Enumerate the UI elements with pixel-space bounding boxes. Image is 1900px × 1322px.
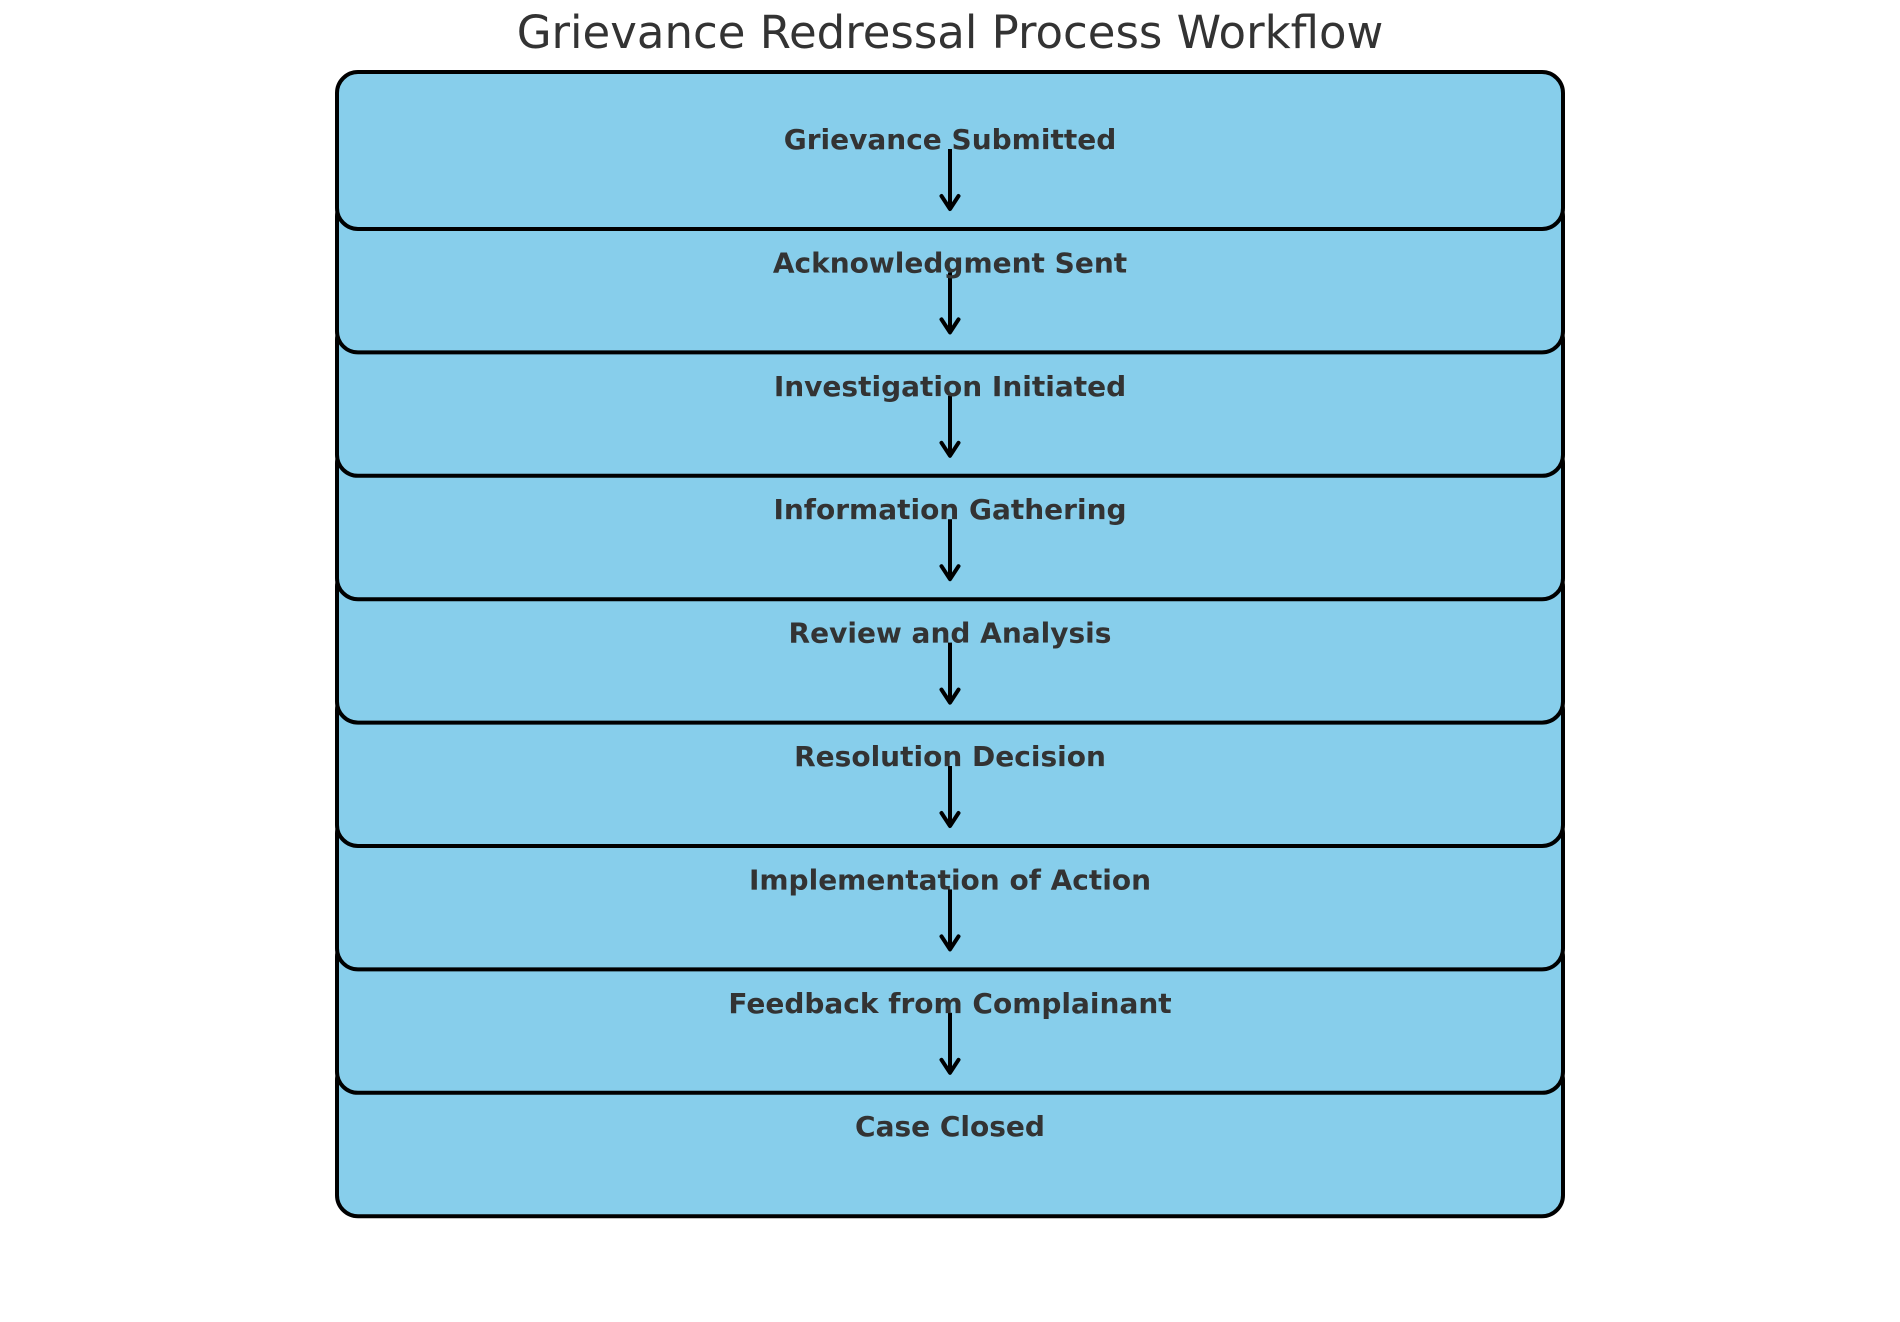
step-boxes-group [335, 70, 1565, 1219]
arrow-head-icon [939, 811, 961, 828]
arrow-head-icon [939, 687, 961, 705]
arrow-head-icon [939, 440, 961, 458]
arrow-head-icon [939, 934, 961, 952]
step-label-3: Investigation Initiated [774, 370, 1126, 403]
flow-arrow-2-to-3 [939, 272, 961, 335]
flow-arrow-6-to-7 [939, 766, 961, 828]
diagram-title: Grievance Redressal Process Workflow [517, 6, 1384, 59]
arrow-head-icon [939, 564, 961, 582]
step-label-9: Case Closed [855, 1110, 1045, 1143]
flow-arrow-1-to-2 [939, 149, 961, 211]
flow-arrow-3-to-4 [939, 395, 961, 458]
step-label-8: Feedback from Complainant [728, 987, 1171, 1020]
flow-arrow-5-to-6 [939, 642, 961, 705]
flow-arrow-8-to-9 [939, 1012, 961, 1075]
step-label-2: Acknowledgment Sent [773, 246, 1127, 279]
step-label-6: Resolution Decision [794, 740, 1106, 773]
flow-arrow-4-to-5 [939, 519, 961, 582]
arrow-head-icon [939, 194, 961, 211]
step-label-4: Information Gathering [773, 493, 1126, 526]
step-label-1: Grievance Submitted [784, 123, 1117, 156]
flow-arrows-group [939, 149, 961, 1075]
flow-arrow-7-to-8 [939, 889, 961, 952]
arrow-head-icon [939, 1057, 961, 1075]
step-label-5: Review and Analysis [789, 617, 1112, 650]
arrow-head-icon [939, 317, 961, 335]
step-label-7: Implementation of Action [749, 863, 1151, 896]
